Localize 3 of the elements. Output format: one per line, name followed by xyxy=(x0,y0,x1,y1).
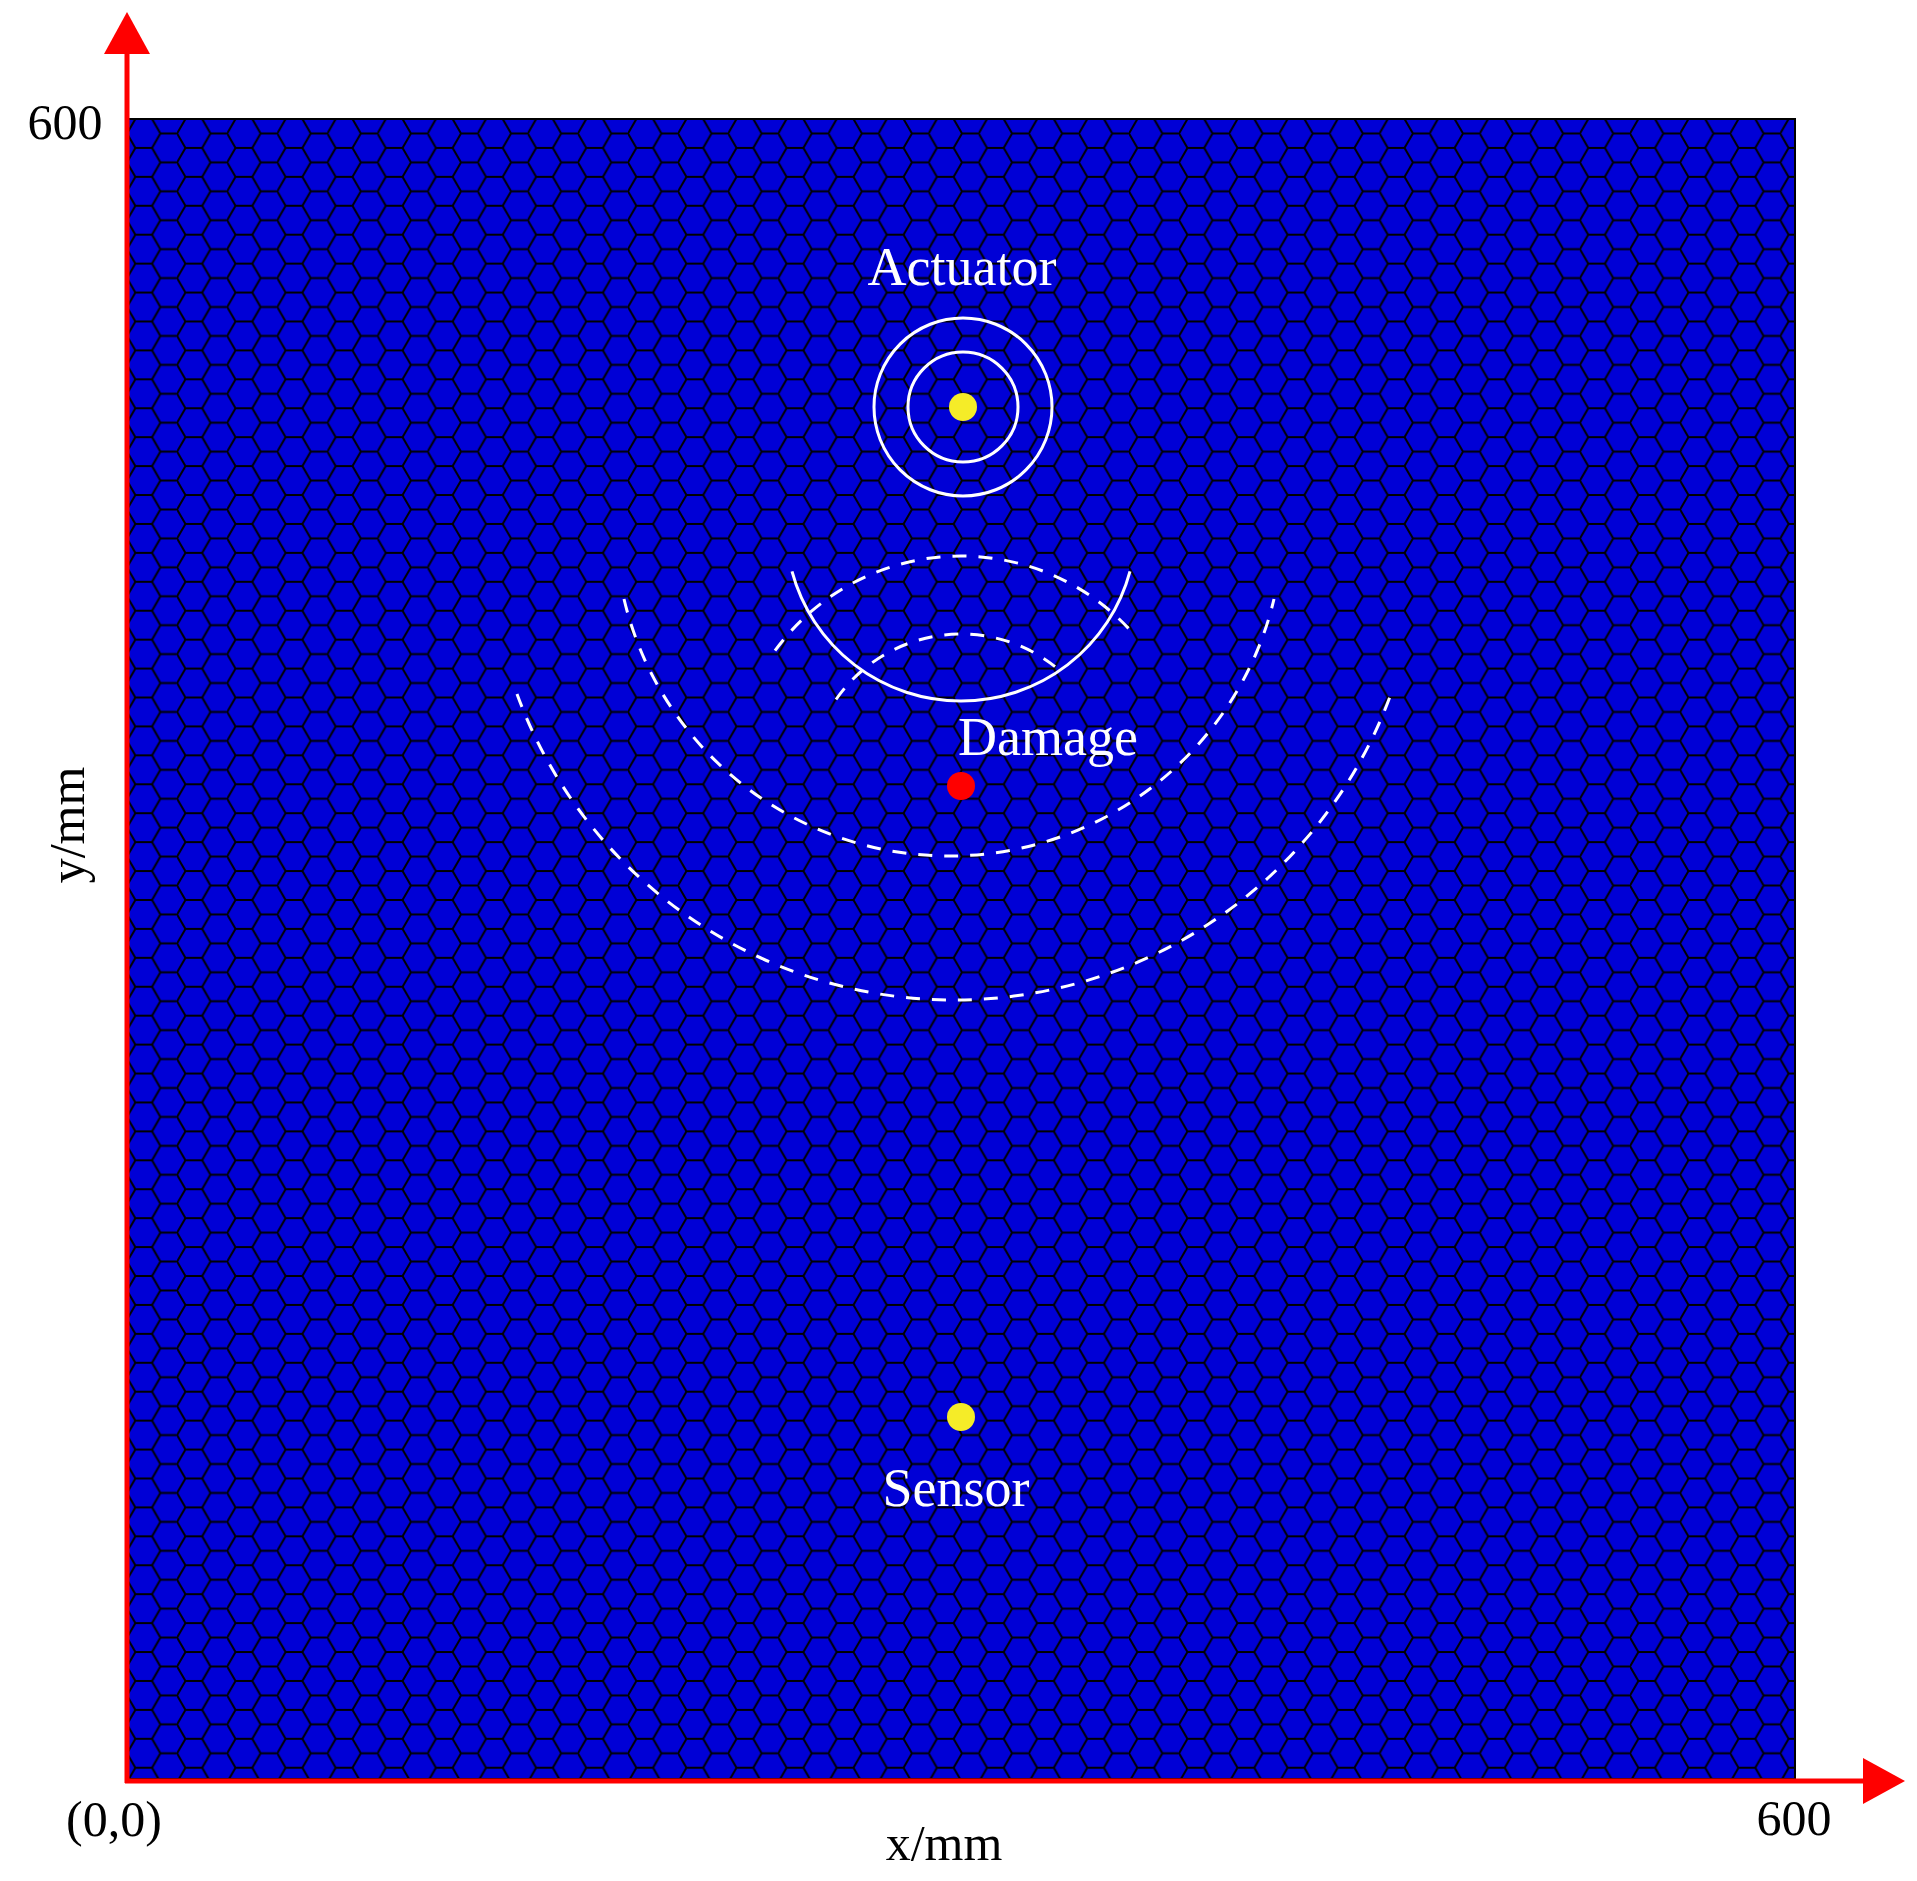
axis-tick-label: 600 xyxy=(27,97,103,147)
axis-title: x/mm xyxy=(885,1818,1003,1868)
axis-tick-label: 600 xyxy=(1756,1793,1832,1843)
